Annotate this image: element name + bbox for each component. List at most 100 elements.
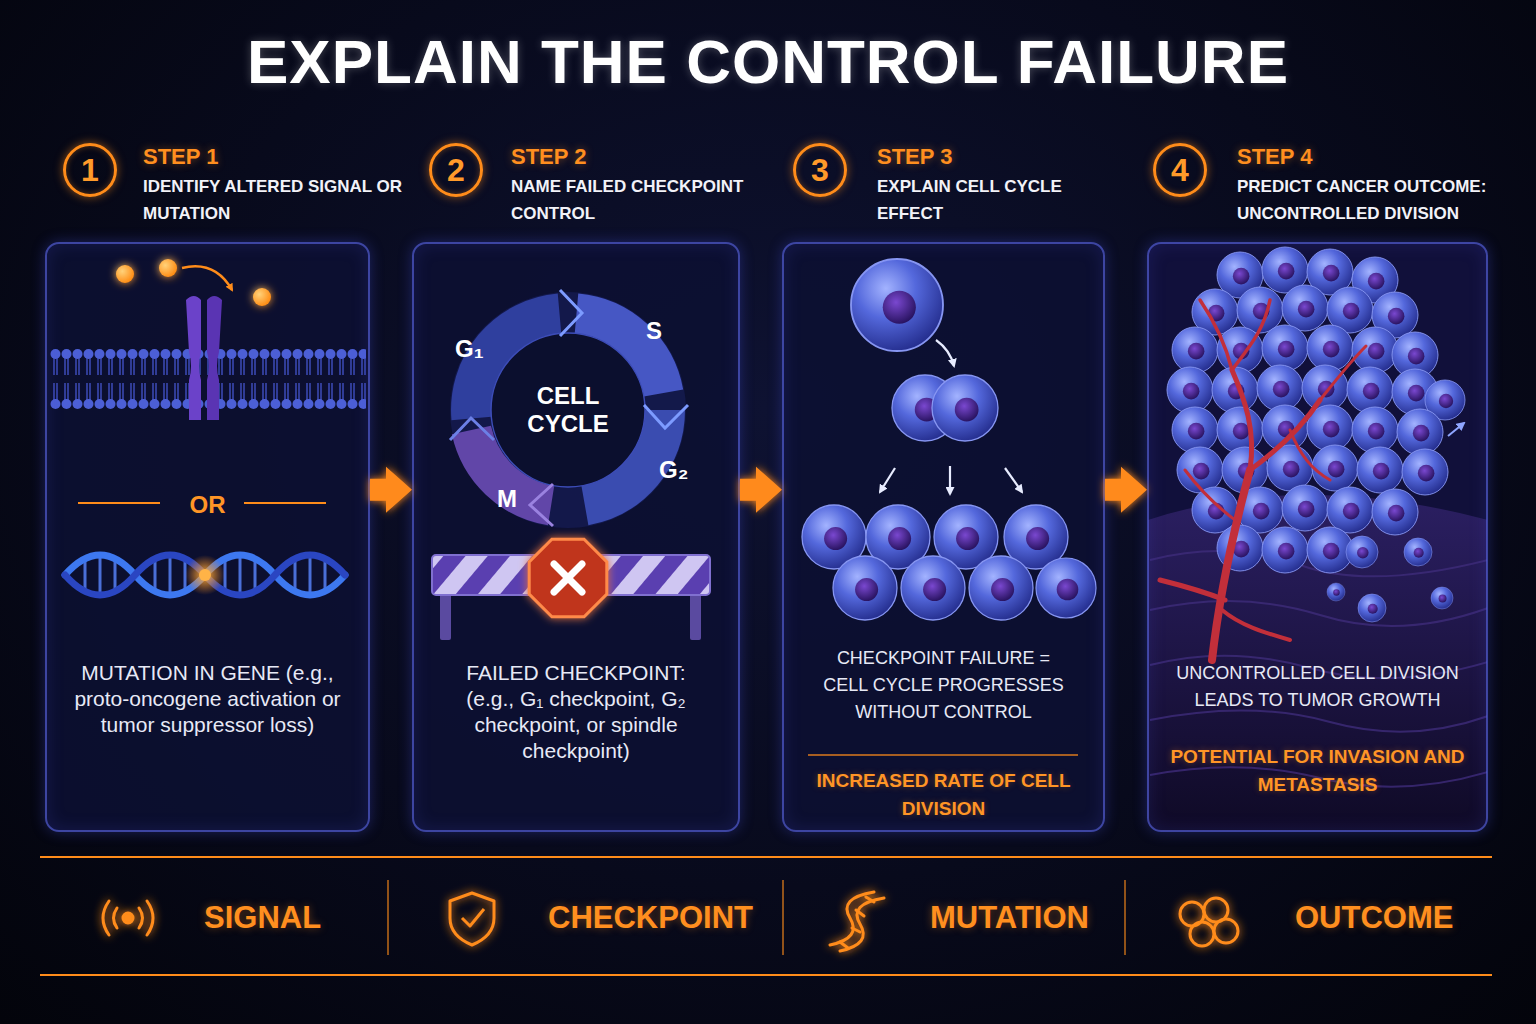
division-arrow [936, 340, 954, 366]
step-number: 1 [66, 146, 114, 194]
bar-line [40, 974, 1492, 976]
dividing-cells [802, 259, 1096, 620]
signal-icon [103, 901, 109, 935]
cell-cycle-ring [560, 290, 582, 336]
step-heading: EXPLAIN CELL CYCLE EFFECT [877, 174, 1127, 228]
dividing-cells [901, 556, 965, 620]
dna-helix [294, 561, 297, 589]
dna-helix [239, 555, 242, 595]
tumor-mass [1172, 407, 1218, 453]
binding-arrow [182, 266, 232, 290]
tumor-mass [1192, 487, 1238, 533]
cell-cycle-ring [530, 484, 553, 526]
tumor-mass [1397, 409, 1443, 455]
tumor-mass [1282, 485, 1328, 531]
signal-icon [147, 901, 153, 935]
invading-cell [1327, 583, 1345, 601]
tumor-mass [1257, 365, 1303, 411]
step-panel: STEP 4PREDICT CANCER OUTCOME: UNCONTROLL… [1147, 140, 1488, 832]
panel-text: MUTATION IN GENE (e.g., proto-oncogene a… [65, 660, 350, 738]
step-badge: 4 [1153, 143, 1207, 197]
highlight-text: INCREASED RATE OF CELL DIVISION [813, 767, 1074, 822]
blood-vessel [1222, 610, 1290, 640]
panel-frame [782, 242, 1105, 832]
step-number: 3 [796, 146, 844, 194]
panel-fill [782, 242, 1105, 832]
panel-fill [45, 242, 1488, 832]
bar-line [40, 857, 1492, 975]
cell-cycle-ring [450, 418, 494, 440]
dna-helix [114, 561, 117, 589]
receptor-protein [186, 296, 201, 420]
step-badge: 1 [63, 143, 117, 197]
tumor-mass [1357, 447, 1403, 493]
step-badge: 2 [429, 143, 483, 197]
panel-fill [412, 242, 740, 832]
dna-helix [254, 561, 257, 589]
cell-cycle-ring [450, 290, 688, 528]
dividing-cells [969, 556, 1033, 620]
bar-line [387, 880, 389, 955]
migration-arrow [1448, 423, 1464, 436]
dna-helix [65, 555, 345, 595]
signal-icon [114, 908, 118, 928]
signal-ligand [159, 259, 177, 277]
blood-vessel [1232, 370, 1252, 470]
panel-text: UNCONTROLLED CELL DIVISION LEADS TO TUMO… [1157, 660, 1478, 714]
dna-helix [185, 555, 225, 595]
divider-line [244, 502, 326, 504]
receptor-protein [207, 296, 222, 420]
flow-arrow [740, 467, 782, 513]
tumor-mass [1167, 367, 1213, 413]
divider-line [78, 502, 160, 504]
category-label: CHECKPOINT [548, 899, 788, 937]
phase-label: M [497, 484, 527, 513]
blood-vessel [1185, 470, 1235, 520]
or-divider: OR [45, 490, 370, 519]
invading-cell [1327, 536, 1453, 622]
dna-helix [65, 555, 345, 595]
cell-cycle-ring [644, 405, 688, 428]
tumor-mass [1327, 487, 1373, 533]
dna-helix [169, 555, 172, 595]
dividing-cells [1036, 558, 1096, 618]
invading-cell [1358, 594, 1386, 622]
tumor-mass [1352, 327, 1398, 373]
blood-vessel [1320, 346, 1366, 400]
panel-fill [45, 242, 370, 832]
invading-cell [1346, 536, 1378, 568]
dna-helix [199, 569, 211, 581]
binding-arrow [182, 266, 232, 290]
step-number: STEP 3 [877, 144, 1077, 171]
step-number: 4 [1156, 146, 1204, 194]
signal-icon [139, 908, 143, 928]
step-badge: 3 [793, 143, 847, 197]
step-number: STEP 4 [1237, 144, 1437, 171]
step-number: STEP 2 [511, 144, 711, 171]
tumor-mass [1352, 407, 1398, 453]
cycle-center-label: CELL CYCLE [513, 382, 623, 437]
phase-label: G₁ [455, 334, 495, 363]
division-arrow [880, 340, 1022, 494]
division-arrow [880, 468, 895, 492]
dna-helix [154, 561, 157, 589]
tumor-mass [1402, 449, 1448, 495]
flow-arrow [370, 467, 412, 513]
cells-icon [1214, 919, 1238, 943]
panel-text: CHECKPOINT FAILURE = CELL CYCLE PROGRESS… [813, 645, 1074, 726]
dna-helix [99, 555, 102, 595]
cells-icon [1190, 922, 1214, 946]
panel-fill [1147, 242, 1488, 832]
shield-icon [462, 909, 484, 926]
dna-icon [856, 910, 864, 916]
dna-helix [309, 555, 312, 595]
diagram-title: EXPLAIN THE CONTROL FAILURE [0, 26, 1536, 97]
blood-vessel [1200, 300, 1232, 370]
dna-helix [84, 561, 87, 589]
tumor-mass [1262, 527, 1308, 573]
stop-sign [554, 564, 582, 592]
migration-arrow [1448, 423, 1464, 436]
phase-label: S [646, 316, 676, 345]
tumor-scene [1148, 243, 1487, 831]
stop-sign [529, 539, 607, 617]
